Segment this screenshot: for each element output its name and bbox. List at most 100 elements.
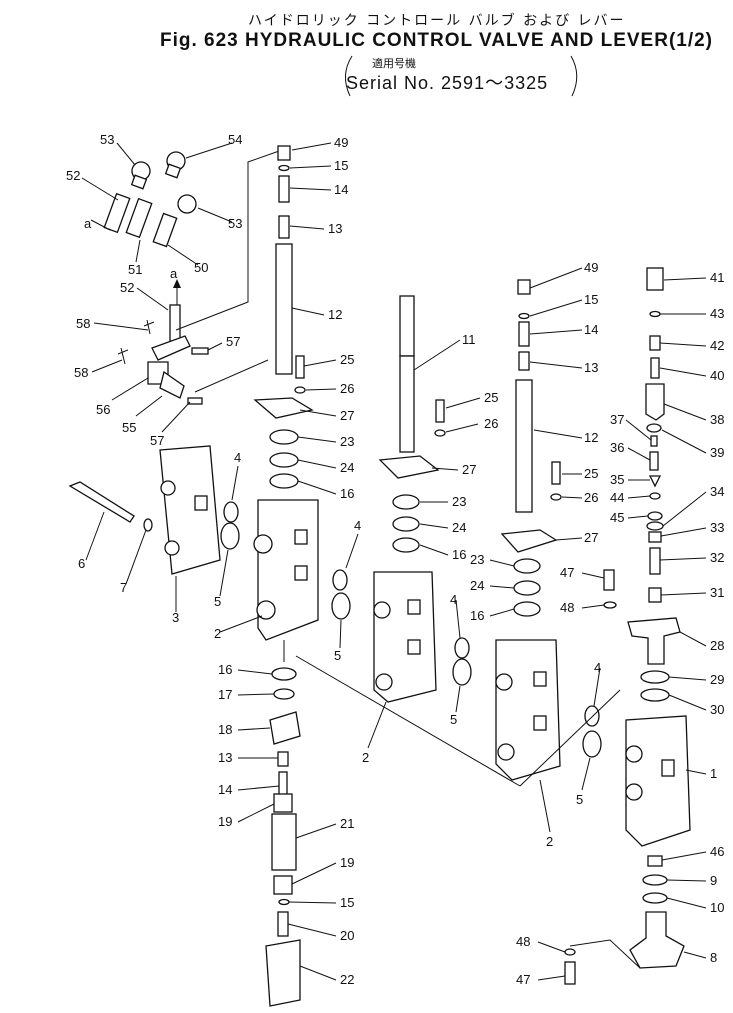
callout-20: 20	[340, 928, 354, 943]
callout-2: 2	[362, 750, 369, 765]
callout-labels: 53 54 52 53 51 50 a a 52 58 57 58 56 55 …	[66, 132, 724, 987]
callout-25: 25	[340, 352, 354, 367]
pin-58a	[143, 319, 155, 335]
retainer-13a	[278, 215, 290, 239]
oring-9	[642, 874, 668, 886]
callout-16: 16	[340, 486, 354, 501]
seal-23a	[269, 429, 299, 445]
callout-a: a	[84, 216, 92, 231]
oring-17	[273, 688, 295, 700]
callout-24: 24	[340, 460, 354, 475]
callout-58: 58	[76, 316, 90, 331]
callout-44: 44	[610, 490, 624, 505]
callout-5: 5	[576, 792, 583, 807]
cover-27a	[253, 397, 314, 419]
callout-5: 5	[334, 648, 341, 663]
seal-23b	[392, 494, 420, 510]
callout-2: 2	[546, 834, 553, 849]
housing-28	[627, 617, 681, 665]
callout-1: 1	[710, 766, 717, 781]
callout-14: 14	[334, 182, 348, 197]
ring-16a	[269, 473, 299, 489]
callout-2: 2	[214, 626, 221, 641]
callout-12: 12	[328, 307, 342, 322]
bolt-57a	[191, 347, 209, 355]
oring-4d	[584, 705, 600, 727]
spring-32	[649, 547, 661, 575]
oring-5d	[582, 730, 602, 758]
callout-35: 35	[610, 472, 624, 487]
oring-39	[646, 423, 662, 433]
callout-a: a	[170, 266, 178, 281]
oring-4b	[332, 569, 348, 591]
callout-13: 13	[218, 750, 232, 765]
bolt-57b	[187, 397, 203, 405]
callout-16: 16	[218, 662, 232, 677]
bolt-20	[277, 911, 289, 937]
callout-16: 16	[452, 547, 466, 562]
callout-58: 58	[74, 365, 88, 380]
callout-6: 6	[78, 556, 85, 571]
applicable-units-label: 適用号機	[372, 57, 416, 70]
leader-link-lever	[175, 149, 283, 331]
callout-19: 19	[340, 855, 354, 870]
bracket-55	[159, 370, 185, 399]
callout-41: 41	[710, 270, 724, 285]
seat-33	[648, 531, 662, 543]
ring-16c	[513, 601, 541, 617]
cover-27b	[378, 455, 440, 479]
title-japanese: ハイドロリック コントロール バルブ および レバー	[248, 13, 626, 29]
callout-16: 16	[470, 608, 484, 623]
oring-15b	[518, 312, 530, 320]
serial-range: Serial No. 2591～3325	[346, 73, 549, 93]
screw-40	[650, 357, 660, 379]
callout-22: 22	[340, 972, 354, 987]
callout-14: 14	[584, 322, 598, 337]
callout-28: 28	[710, 638, 724, 653]
washer-48b	[564, 948, 576, 956]
washer-44	[649, 492, 661, 500]
callout-26: 26	[584, 490, 598, 505]
relief-valve-38	[645, 383, 665, 421]
cap-41	[646, 267, 664, 291]
callout-32: 32	[710, 550, 724, 565]
callout-39: 39	[710, 445, 724, 460]
callout-24: 24	[470, 578, 484, 593]
ring-30	[640, 688, 670, 702]
seal-23c	[513, 558, 541, 574]
callout-53: 53	[100, 132, 114, 147]
plate-18	[269, 711, 301, 745]
oring-5a	[220, 522, 240, 550]
oring-15a	[278, 164, 290, 172]
callout-57: 57	[150, 433, 164, 448]
plug-46	[647, 855, 663, 867]
figure-title: Fig. 623 HYDRAULIC CONTROL VALVE AND LEV…	[160, 30, 714, 51]
spool-end-49a	[277, 145, 291, 161]
callout-12: 12	[584, 430, 598, 445]
bolt-25a	[295, 355, 305, 379]
ring-24a	[269, 452, 299, 468]
pin-58b	[117, 347, 129, 365]
callout-46: 46	[710, 844, 724, 859]
callout-3: 3	[172, 610, 179, 625]
callout-50: 50	[194, 260, 208, 275]
oring-15c	[278, 898, 290, 906]
serial-bracket-left	[345, 55, 353, 97]
callout-8: 8	[710, 950, 717, 965]
callout-47: 47	[516, 972, 530, 987]
callout-23: 23	[340, 434, 354, 449]
oring-4c	[454, 637, 470, 659]
ring-34	[646, 521, 664, 531]
callout-23: 23	[470, 552, 484, 567]
ring-10	[642, 892, 668, 904]
callout-5: 5	[214, 594, 221, 609]
callout-4: 4	[234, 450, 241, 465]
oring-5c	[452, 658, 472, 686]
spring-36	[649, 451, 659, 471]
ring-24b	[392, 516, 420, 532]
ring-16d	[271, 667, 297, 681]
callout-14: 14	[218, 782, 232, 797]
callout-48: 48	[516, 934, 530, 949]
poppet-35	[648, 475, 662, 488]
spring-14b	[518, 321, 530, 347]
